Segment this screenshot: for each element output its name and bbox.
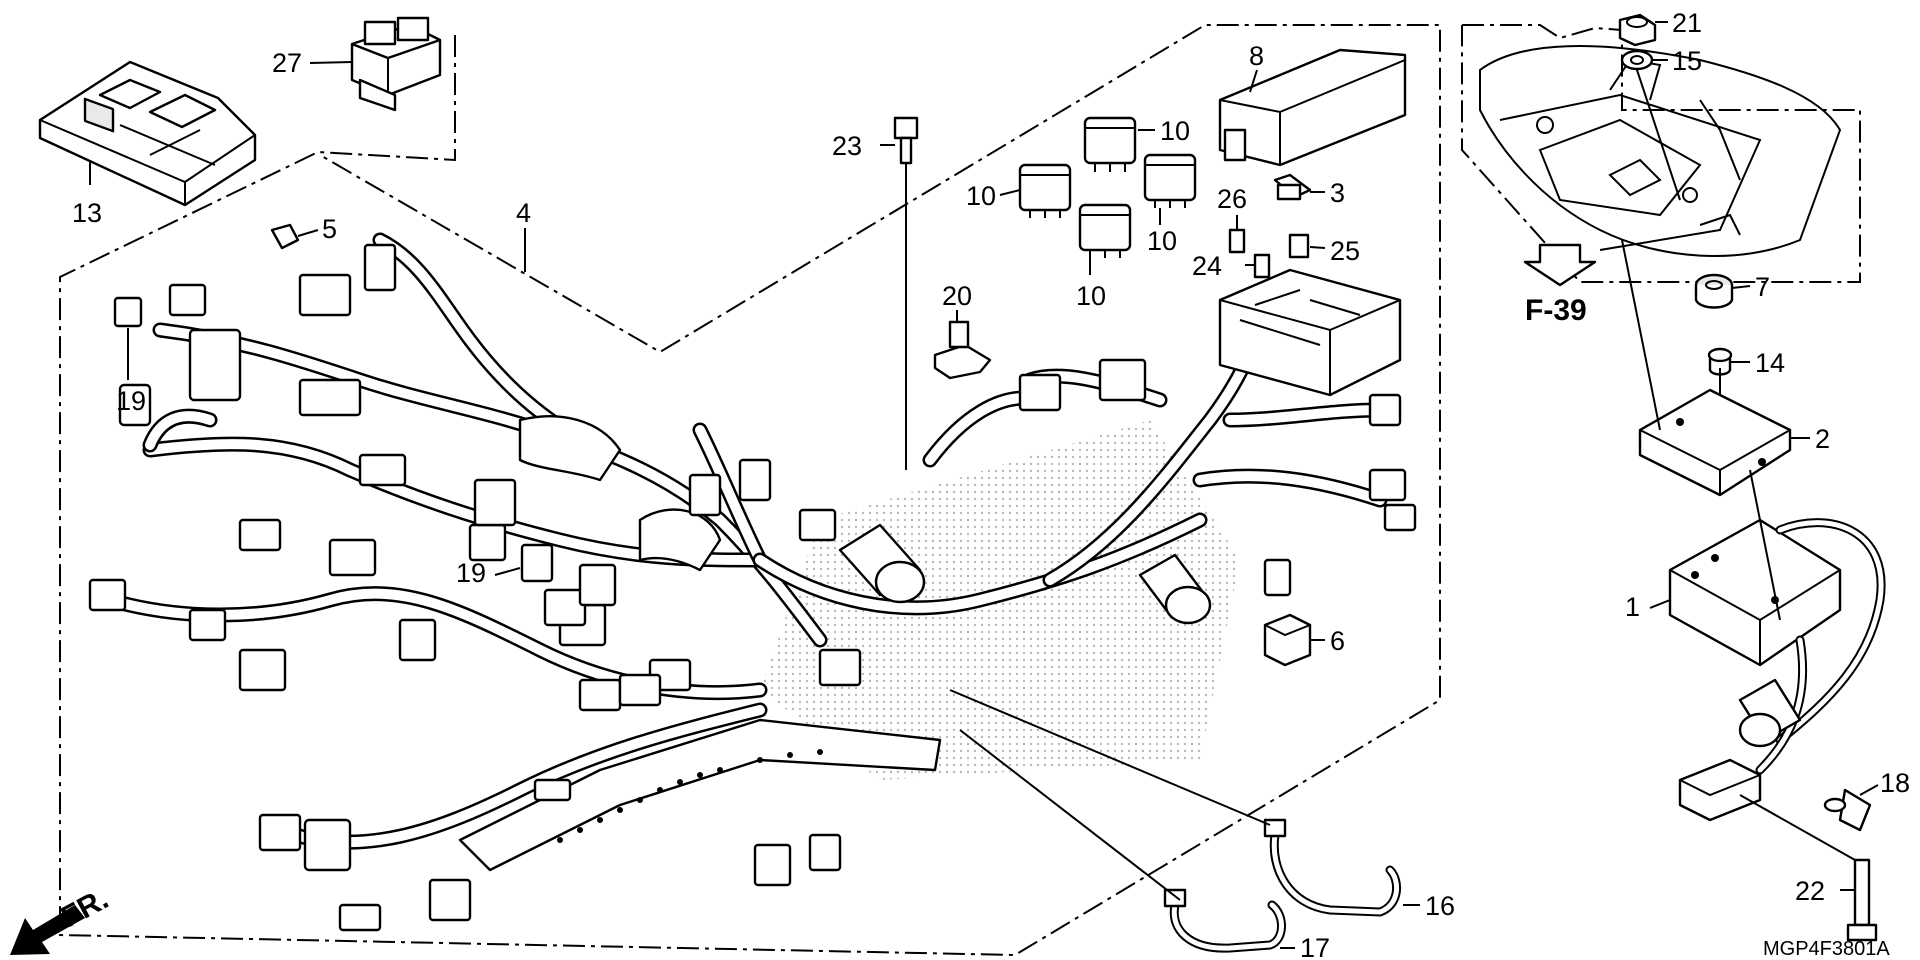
callout-19-center: 19 <box>456 558 486 588</box>
part-6-connector <box>1263 613 1312 667</box>
diagram-code: MGP4F3801A <box>1763 938 1890 960</box>
part-19-clip-left <box>113 296 143 328</box>
part-1-regulator <box>1668 518 1886 822</box>
part-19-clip-center <box>520 543 554 583</box>
callout-24: 24 <box>1192 251 1222 281</box>
part-20-clip <box>933 320 992 380</box>
front-arrow-icon <box>10 905 85 955</box>
relay-10-bottom <box>1078 203 1132 258</box>
harness-fuse-block <box>1218 268 1402 397</box>
callout-23: 23 <box>832 131 862 161</box>
part-24-fuse <box>1253 253 1271 279</box>
relay-10-top <box>1083 116 1137 172</box>
callout-15: 15 <box>1672 46 1702 76</box>
reference-label: F-39 <box>1525 294 1587 327</box>
callout-13: 13 <box>72 198 102 228</box>
harness-connectors <box>88 243 1417 932</box>
part-13-module <box>38 60 257 207</box>
relay-10-right <box>1143 153 1197 208</box>
callout-18: 18 <box>1880 768 1910 798</box>
callout-6: 6 <box>1330 626 1345 656</box>
part-23-bolt <box>893 116 919 165</box>
callout-10-bottom: 10 <box>1076 281 1106 311</box>
callout-10-top: 10 <box>1160 116 1190 146</box>
part-7-grommet <box>1694 273 1734 309</box>
part-15-washer <box>1620 49 1654 71</box>
callout-5: 5 <box>322 214 337 244</box>
callout-14: 14 <box>1755 348 1785 378</box>
callout-25: 25 <box>1330 236 1360 266</box>
part-3-fuse <box>1273 173 1312 201</box>
part-2-plate <box>1638 388 1792 497</box>
part-27-connector <box>350 16 442 112</box>
callout-20: 20 <box>942 281 972 311</box>
leader-lines <box>89 21 1879 949</box>
part-22-bolt <box>1846 858 1878 942</box>
callout-2: 2 <box>1815 424 1830 454</box>
part-26-fuse <box>1228 228 1246 254</box>
relay-10-left <box>1018 163 1072 218</box>
callout-3: 3 <box>1330 178 1345 208</box>
part-5-clip <box>270 223 300 250</box>
part-14-collar <box>1707 347 1733 376</box>
callout-1: 1 <box>1625 592 1640 622</box>
reference-arrow-icon <box>1523 243 1597 287</box>
part-10-relays <box>1018 116 1197 258</box>
callout-8: 8 <box>1249 41 1264 71</box>
group-border-main <box>59 24 1441 957</box>
callout-4: 4 <box>516 198 531 228</box>
part-16-cable <box>1263 818 1402 917</box>
callout-19-left: 19 <box>116 386 146 416</box>
part-18-bracket <box>1823 788 1872 832</box>
part-17-cable <box>1163 888 1286 953</box>
callout-21: 21 <box>1672 8 1702 38</box>
callout-22: 22 <box>1795 876 1825 906</box>
callout-10-left: 10 <box>966 181 996 211</box>
group-border-top-right <box>1461 24 1861 283</box>
callout-27: 27 <box>272 48 302 78</box>
part-8-fuse-cover <box>1218 48 1407 167</box>
callout-26: 26 <box>1217 184 1247 214</box>
cylinder-filter-center <box>838 523 926 604</box>
callout-7: 7 <box>1755 272 1770 302</box>
callout-10-right: 10 <box>1147 226 1177 256</box>
cylinder-filter-right <box>1138 553 1212 625</box>
part-4-main-wire-harness <box>88 232 1417 932</box>
part-25-fuse <box>1288 233 1310 259</box>
frame-inset-detail <box>1479 45 1842 257</box>
callout-17: 17 <box>1300 933 1330 960</box>
callout-16: 16 <box>1425 891 1455 921</box>
part-21-nut <box>1618 13 1657 47</box>
